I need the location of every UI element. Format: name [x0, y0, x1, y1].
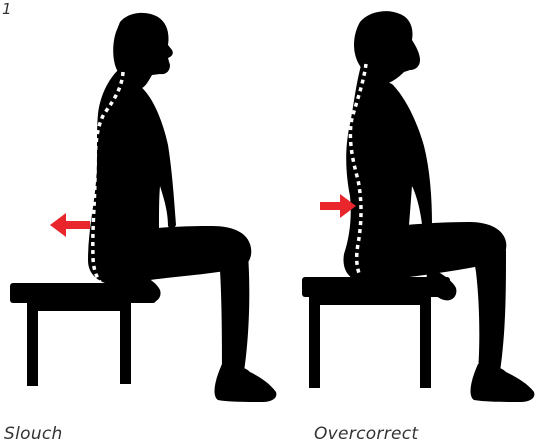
- overcorrect-person-silhouette: [344, 11, 535, 402]
- slouch-arrow: [50, 213, 90, 237]
- slouch-panel: [10, 13, 276, 402]
- slouch-person-silhouette: [88, 13, 276, 402]
- overcorrect-panel: [302, 11, 534, 402]
- overcorrect-caption: Overcorrect: [314, 424, 418, 444]
- slouch-caption: Slouch: [4, 424, 63, 444]
- slouch-stool: [10, 283, 156, 386]
- overcorrect-stool: [302, 277, 450, 388]
